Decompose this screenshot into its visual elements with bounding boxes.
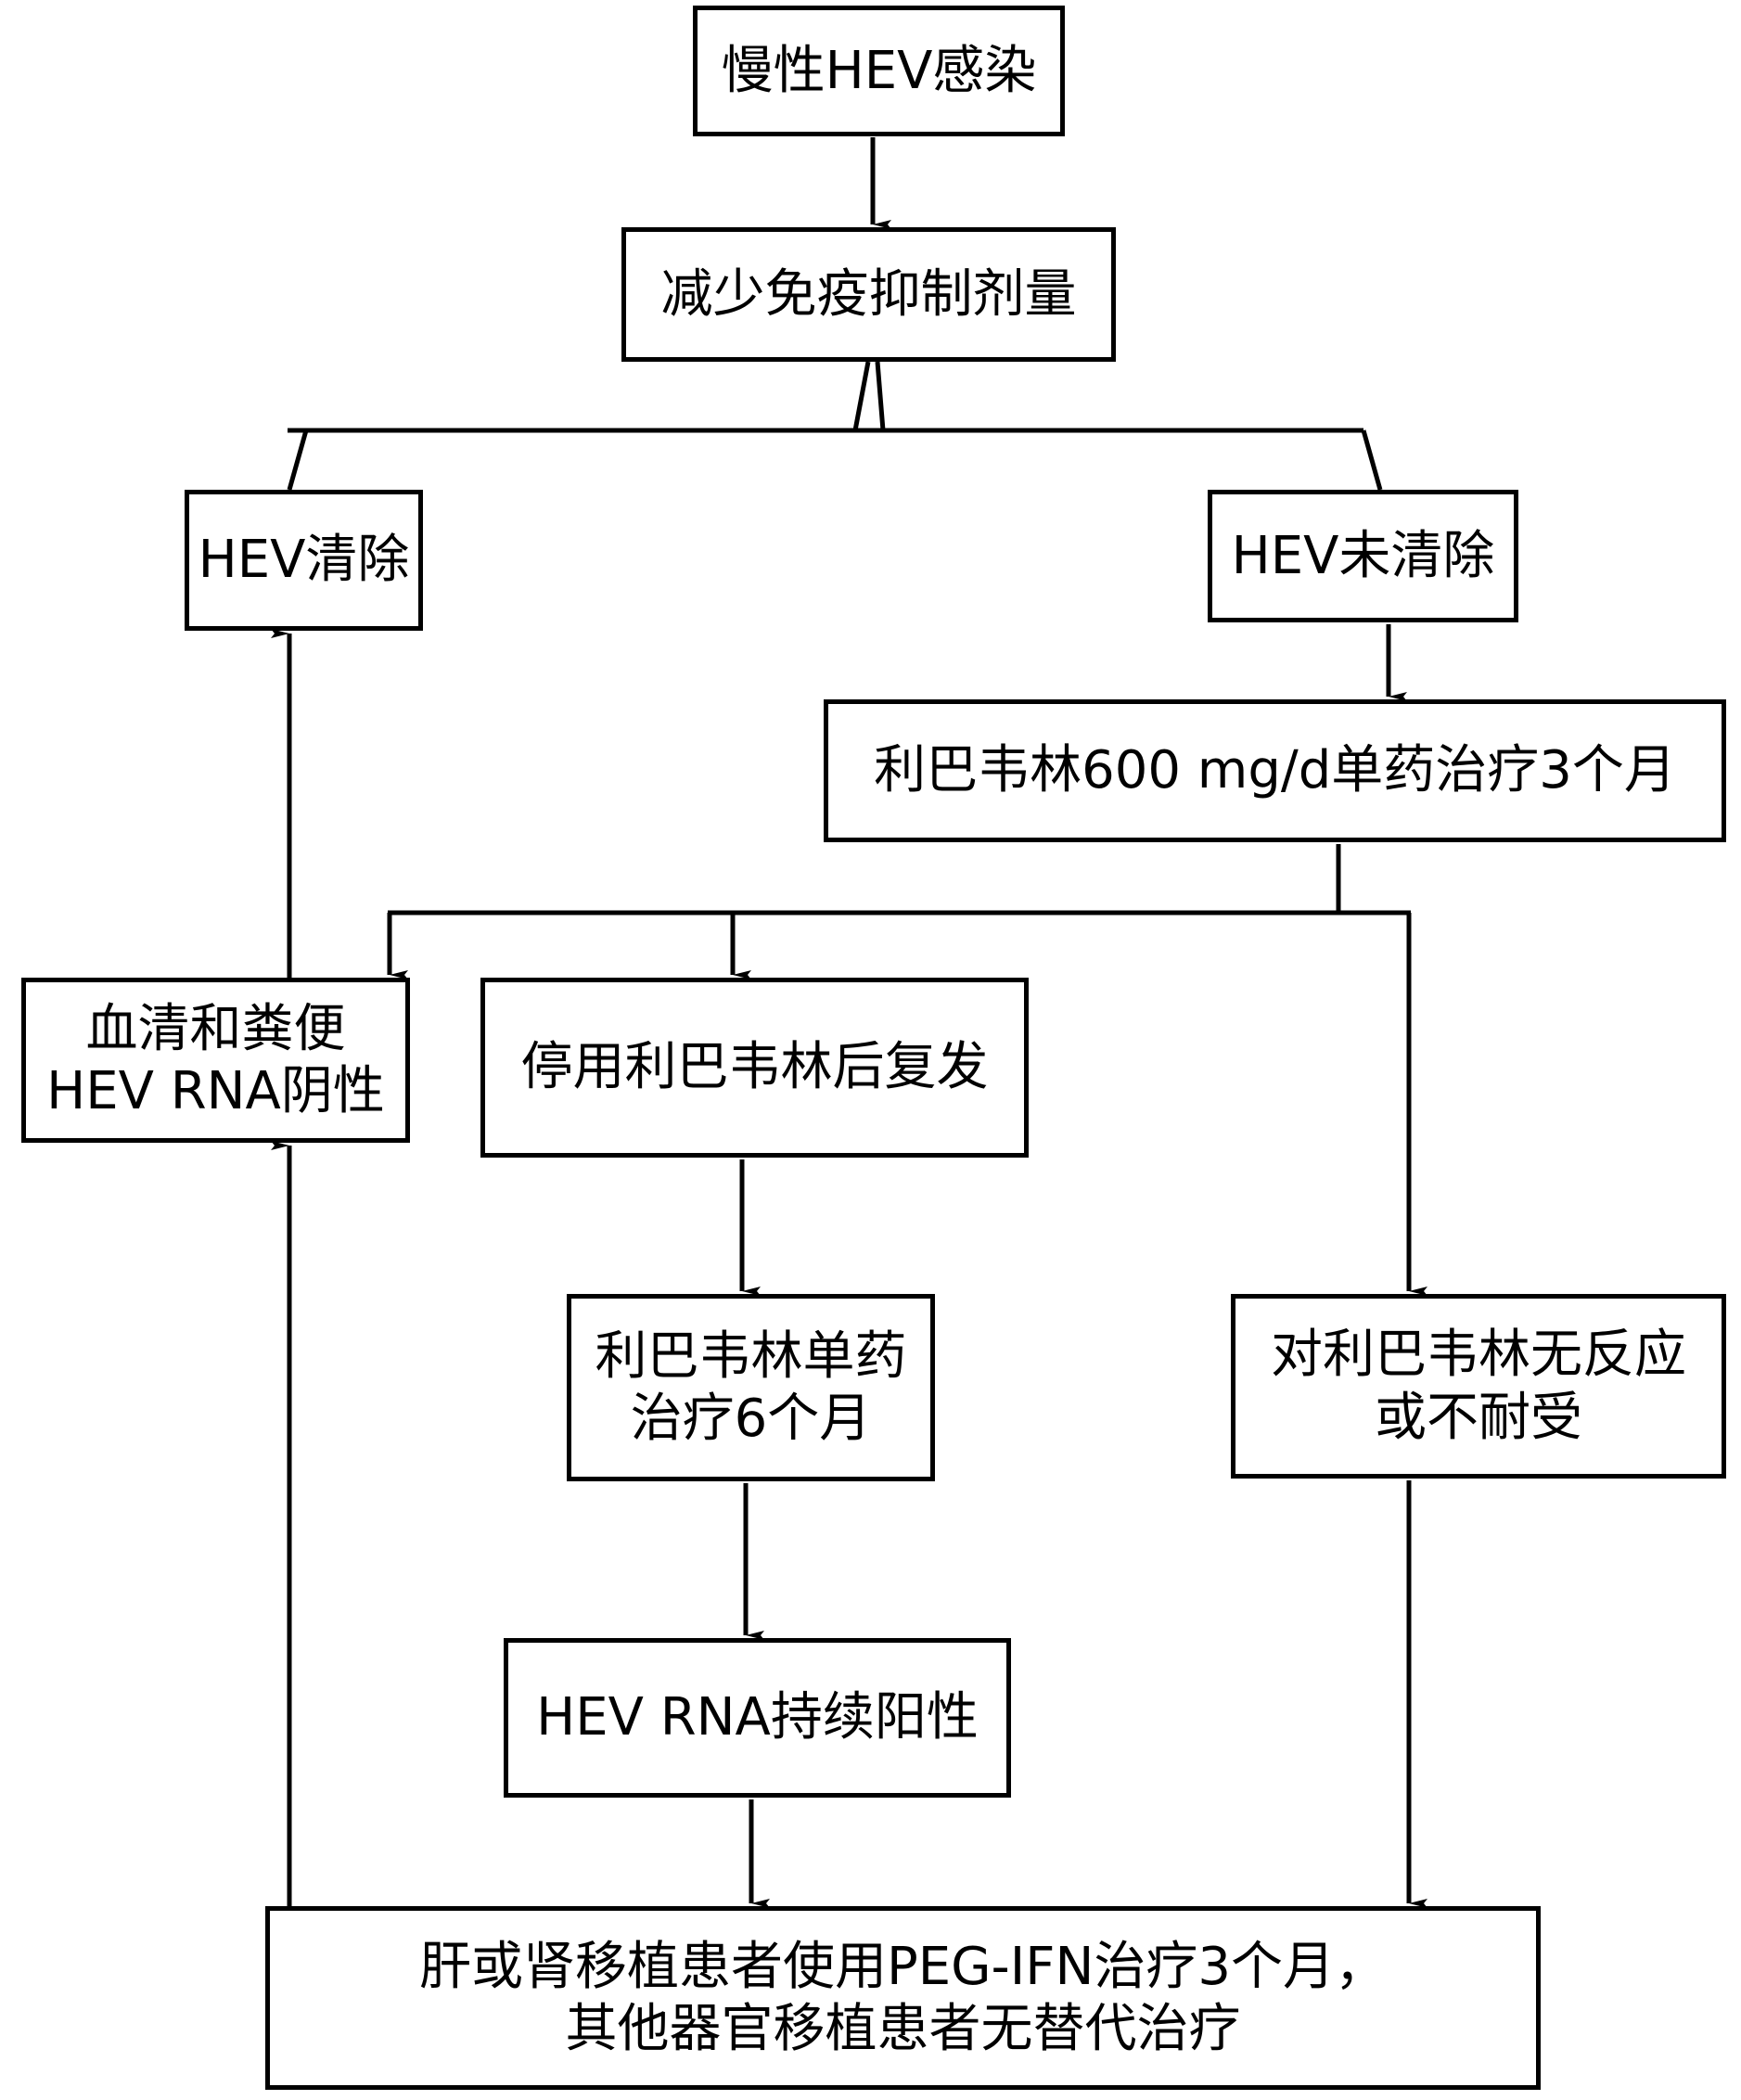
node-no-response: 对利巴韦林无反应 或不耐受 [1231,1294,1726,1479]
node-peg-ifn: 肝或肾移植患者使用PEG-IFN治疗3个月， 其他器官移植患者无替代治疗 [265,1906,1541,2090]
node-hev-not-cleared: HEV未清除 [1208,490,1518,622]
node-rna-persistent: HEV RNA持续阳性 [504,1638,1011,1798]
node-ribavirin-3-months: 利巴韦林600 mg/d单药治疗3个月 [824,699,1726,842]
node-relapse: 停用利巴韦林后复发 [480,978,1029,1158]
edge-riba3-trunk [388,844,1411,916]
node-chronic-hev-infection: 慢性HEV感染 [693,6,1065,136]
edge-reduce-branches [287,428,1383,491]
edge-reduce-split [852,361,886,431]
node-ribavirin-6-months: 利巴韦林单药 治疗6个月 [567,1294,935,1481]
node-rna-negative: 血清和粪便 HEV RNA阴性 [21,978,410,1143]
node-hev-cleared: HEV清除 [185,490,423,631]
node-reduce-immunosuppressant: 减少免疫抑制剂量 [621,227,1116,362]
